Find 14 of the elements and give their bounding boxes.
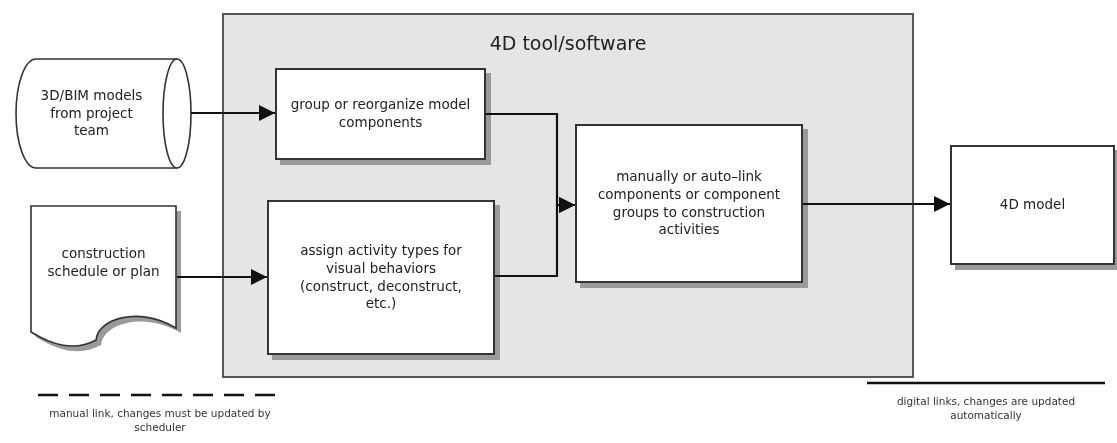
database-cylinder (14, 58, 191, 169)
arrow (191, 105, 275, 121)
node-label: group or reorganize model components (289, 96, 472, 132)
node-label: assign activity types for visual behaviors (construct, deconstruct, etc.) (299, 242, 463, 313)
node-label: manually or auto–link components or component groups to construction activities (596, 168, 782, 239)
arrow (803, 196, 950, 212)
node-label: 4D model (998, 196, 1067, 214)
container-box (222, 13, 914, 378)
legend-text: digital links, changes are updated automatically (895, 395, 1077, 423)
node-label: 3D/BIM models from project team (39, 87, 144, 140)
group-title: 4D tool/software (488, 31, 648, 56)
arrow (177, 269, 267, 285)
arrow (495, 197, 575, 278)
legend-text: manual link, changes must be updated by scheduler (48, 407, 272, 435)
